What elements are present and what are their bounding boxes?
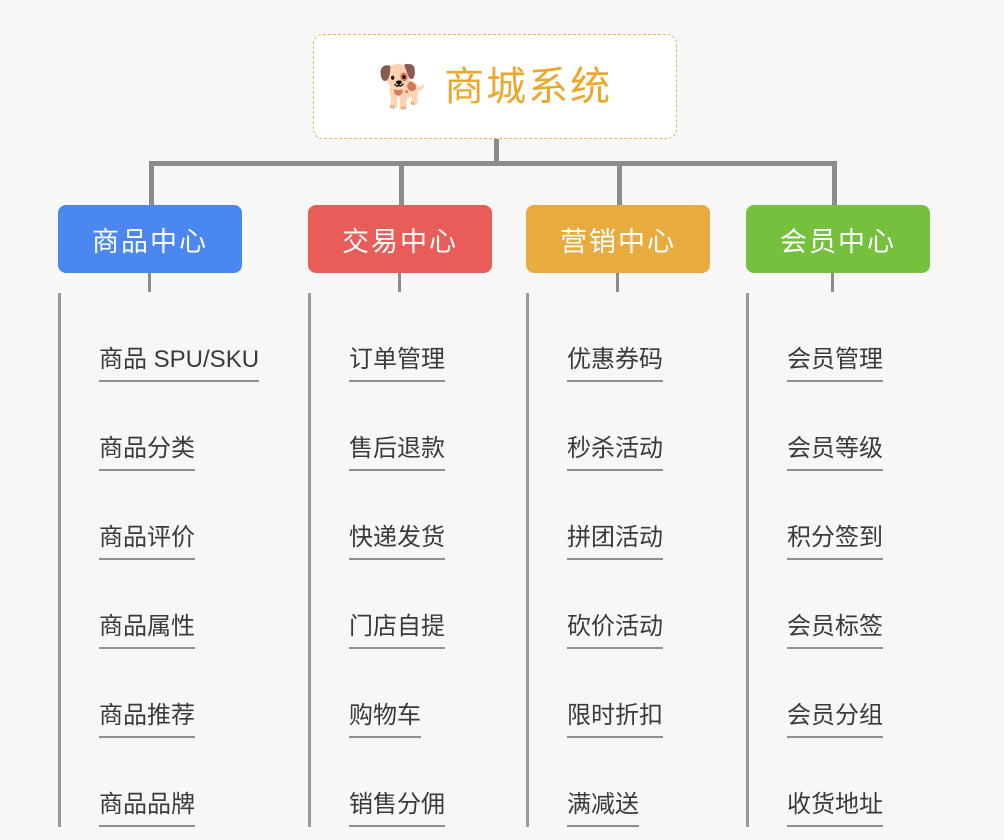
item-list-member: 会员管理 会员等级 积分签到 会员标签 会员分组 收货地址 <box>746 293 930 827</box>
list-item[interactable]: 购物车 <box>311 649 492 738</box>
list-item-label: 会员管理 <box>787 346 883 382</box>
root-node-label: 商城系统 <box>444 64 613 109</box>
list-item-label: 满减送 <box>567 791 639 827</box>
list-item[interactable]: 收货地址 <box>749 738 930 827</box>
list-item-label: 限时折扣 <box>567 702 663 738</box>
list-item-label: 优惠券码 <box>567 346 663 382</box>
connector-drop-4 <box>832 161 837 209</box>
list-item[interactable]: 销售分佣 <box>311 738 492 827</box>
list-item-label: 会员等级 <box>787 435 883 471</box>
list-item[interactable]: 限时折扣 <box>529 649 710 738</box>
category-header-trade[interactable]: 交易中心 <box>308 205 492 273</box>
item-list-trade: 订单管理 售后退款 快递发货 门店自提 购物车 销售分佣 <box>308 293 492 827</box>
list-item-label: 商品分类 <box>99 435 195 471</box>
connector-substem-4 <box>831 272 834 292</box>
list-item-label: 售后退款 <box>349 435 445 471</box>
list-item-label: 拼团活动 <box>567 524 663 560</box>
shiba-dog-face-icon: 🐕 <box>377 62 431 110</box>
list-item-label: 积分签到 <box>787 524 883 560</box>
category-column-marketing: 营销中心 优惠券码 秒杀活动 拼团活动 砍价活动 限时折扣 满减送 <box>526 205 710 827</box>
root-node[interactable]: 🐕 商城系统 <box>313 34 677 139</box>
list-item[interactable]: 积分签到 <box>749 471 930 560</box>
list-item[interactable]: 优惠券码 <box>529 293 710 382</box>
list-item[interactable]: 商品 SPU/SKU <box>61 293 260 382</box>
category-header-product[interactable]: 商品中心 <box>58 205 242 273</box>
list-item-label: 商品推荐 <box>99 702 195 738</box>
connector-substem-1 <box>148 272 151 292</box>
list-item-label: 销售分佣 <box>349 791 445 827</box>
connector-root-stem <box>494 139 499 164</box>
list-item[interactable]: 订单管理 <box>311 293 492 382</box>
connector-substem-2 <box>398 272 401 292</box>
list-item[interactable]: 会员管理 <box>749 293 930 382</box>
list-item[interactable]: 拼团活动 <box>529 471 710 560</box>
list-item[interactable]: 商品推荐 <box>61 649 242 738</box>
item-list-marketing: 优惠券码 秒杀活动 拼团活动 砍价活动 限时折扣 满减送 <box>526 293 710 827</box>
list-item-label: 会员标签 <box>787 613 883 649</box>
list-item-label: 订单管理 <box>349 346 445 382</box>
list-item-label: 商品属性 <box>99 613 195 649</box>
category-column-member: 会员中心 会员管理 会员等级 积分签到 会员标签 会员分组 收货地址 <box>746 205 930 827</box>
connector-horizontal-bus <box>149 161 837 166</box>
category-header-marketing[interactable]: 营销中心 <box>526 205 710 273</box>
list-item-label: 商品评价 <box>99 524 195 560</box>
list-item[interactable]: 会员等级 <box>749 382 930 471</box>
list-item-label: 收货地址 <box>787 791 883 827</box>
list-item-label: 会员分组 <box>787 702 883 738</box>
list-item[interactable]: 商品属性 <box>61 560 242 649</box>
connector-drop-3 <box>617 161 622 209</box>
list-item[interactable]: 秒杀活动 <box>529 382 710 471</box>
list-item[interactable]: 售后退款 <box>311 382 492 471</box>
list-item[interactable]: 商品分类 <box>61 382 242 471</box>
connector-substem-3 <box>616 272 619 292</box>
category-column-product: 商品中心 商品 SPU/SKU 商品分类 商品评价 商品属性 商品推荐 商品品牌 <box>58 205 260 827</box>
list-item-label: 购物车 <box>349 702 421 738</box>
list-item[interactable]: 会员分组 <box>749 649 930 738</box>
list-item-label: 秒杀活动 <box>567 435 663 471</box>
list-item-label: 砍价活动 <box>567 613 663 649</box>
category-column-trade: 交易中心 订单管理 售后退款 快递发货 门店自提 购物车 销售分佣 <box>308 205 492 827</box>
list-item-label: 商品品牌 <box>99 791 195 827</box>
list-item[interactable]: 会员标签 <box>749 560 930 649</box>
connector-drop-2 <box>399 161 404 209</box>
list-item-label: 门店自提 <box>349 613 445 649</box>
list-item[interactable]: 商品评价 <box>61 471 242 560</box>
list-item-label: 商品 SPU/SKU <box>99 346 260 382</box>
category-header-member[interactable]: 会员中心 <box>746 205 930 273</box>
list-item-label: 快递发货 <box>349 524 445 560</box>
item-list-product: 商品 SPU/SKU 商品分类 商品评价 商品属性 商品推荐 商品品牌 <box>58 293 260 827</box>
list-item[interactable]: 门店自提 <box>311 560 492 649</box>
connector-drop-1 <box>149 161 154 209</box>
list-item[interactable]: 满减送 <box>529 738 710 827</box>
list-item[interactable]: 商品品牌 <box>61 738 242 827</box>
list-item[interactable]: 砍价活动 <box>529 560 710 649</box>
list-item[interactable]: 快递发货 <box>311 471 492 560</box>
